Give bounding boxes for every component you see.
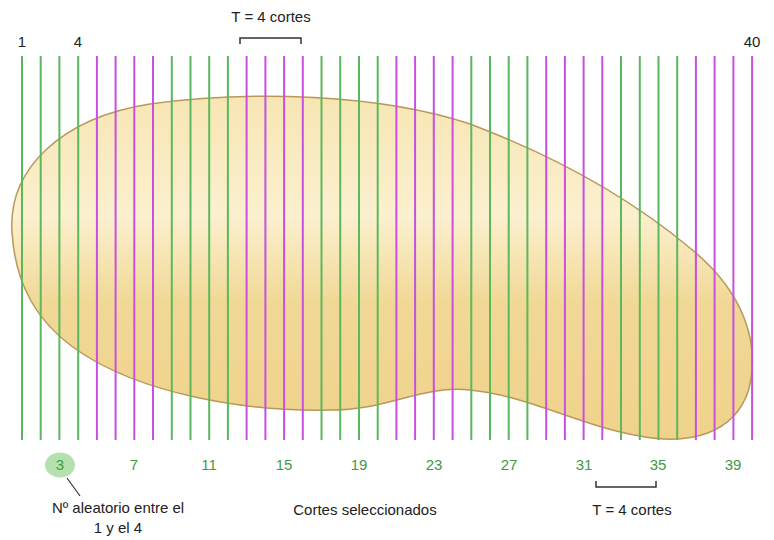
selected-cut-number: 11 <box>201 455 217 475</box>
random-start-note: Nº aleatorio entre el 1 y el 4 <box>47 498 189 537</box>
bracket <box>596 481 656 487</box>
organ-outline <box>12 96 753 439</box>
cut-number: 4 <box>74 32 82 52</box>
selected-cut-number: 27 <box>501 455 518 475</box>
cut-number: 40 <box>744 32 761 52</box>
selected-cut-number: 3 <box>56 455 64 475</box>
highlight-circle <box>45 453 75 478</box>
selected-cut-number: 31 <box>576 455 593 475</box>
leader-line <box>67 478 80 496</box>
selected-cut-number: 23 <box>426 455 443 475</box>
cut-number: 1 <box>18 32 26 52</box>
interval-label: T = 4 cortes <box>592 500 671 520</box>
selected-cuts-label: Cortes seleccionados <box>293 500 436 520</box>
selected-cut-number: 19 <box>351 455 368 475</box>
selected-cut-number: 7 <box>130 455 138 475</box>
selected-cut-number: 35 <box>650 455 667 475</box>
bracket <box>240 38 301 44</box>
selected-cut-number: 39 <box>725 455 742 475</box>
selected-cut-number: 15 <box>276 455 293 475</box>
cut-lines <box>22 56 752 440</box>
interval-label: T = 4 cortes <box>231 7 310 27</box>
